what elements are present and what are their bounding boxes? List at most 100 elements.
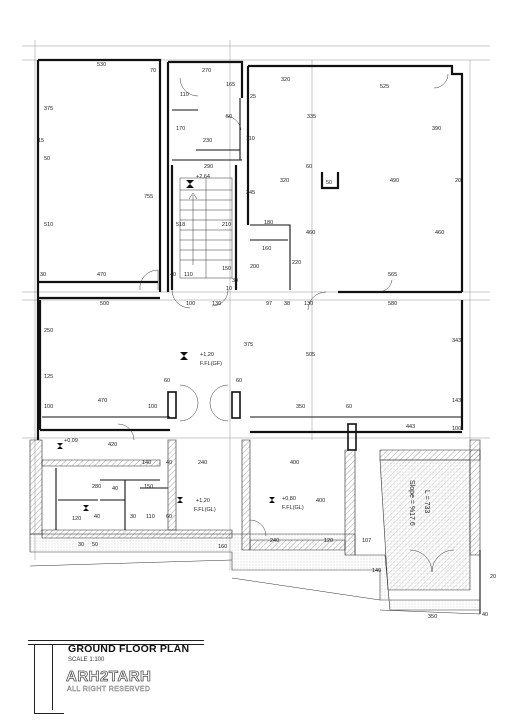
dimension-label: 320	[281, 77, 290, 83]
terrace	[29, 459, 481, 615]
dimension-label: 270	[202, 68, 211, 74]
dimension-label: 15	[38, 138, 44, 144]
dimension-label: 30	[78, 542, 84, 548]
dimension-label: 240	[198, 460, 207, 466]
level-note: F.FL(GL)	[282, 505, 304, 511]
dimension-label: 250	[44, 328, 53, 334]
dimension-label: 40	[482, 612, 488, 618]
dimension-label: 460	[435, 230, 444, 236]
dimension-label: 140	[372, 568, 381, 574]
level-labels: +2,64 +1,20 F.FL(GF) +0,09 +1,20 F.FL(GL…	[64, 174, 304, 513]
dimension-label: 60	[236, 378, 242, 384]
dimension-label: 30	[232, 278, 238, 284]
title-rule	[28, 640, 204, 641]
dimension-label: 140	[142, 460, 151, 466]
dimension-label: 350	[428, 614, 437, 620]
dimension-label: 530	[97, 62, 106, 68]
dimension-label: 40	[112, 486, 118, 492]
dimension-label: 290	[204, 164, 213, 170]
dimension-label: 25	[250, 94, 256, 100]
dimension-label: 460	[306, 230, 315, 236]
logo-stroke	[34, 644, 35, 714]
dimension-label: 240	[270, 538, 279, 544]
dimension-label: 100	[148, 404, 157, 410]
lower-rooms	[55, 468, 168, 530]
dimension-label: 125	[44, 374, 53, 380]
dimension-label: 110	[246, 136, 255, 142]
plan-title: GROUND FLOOR PLAN	[68, 643, 190, 655]
dimension-label: 143	[452, 398, 461, 404]
logo-stroke	[34, 713, 64, 714]
dimension-label: 170	[176, 126, 185, 132]
dimension-label: 565	[388, 272, 397, 278]
dimension-label: 38	[284, 301, 290, 307]
dimension-label: 60	[346, 404, 352, 410]
dimension-label: 40	[170, 272, 176, 278]
brand-logo-text: ARH2TARH	[66, 668, 152, 686]
dimension-label: 443	[406, 424, 415, 430]
dimension-label: 120	[324, 538, 333, 544]
dimension-label: 110	[146, 514, 155, 520]
dimension-label: 200	[250, 264, 259, 270]
dimension-label: 180	[264, 220, 273, 226]
dimension-label: 343	[452, 338, 461, 344]
dimension-label: 50	[92, 542, 98, 548]
level-value: +1,20	[196, 498, 210, 504]
dimension-label: 518	[176, 222, 185, 228]
title-block: GROUND FLOOR PLAN SCALE 1:100 ARH2TARH A…	[28, 640, 228, 715]
rights-text: ALL RIGHT RESERVED	[67, 686, 151, 693]
dimension-label: 50	[44, 156, 50, 162]
dimension-label: 100	[186, 301, 195, 307]
dimension-label: 130	[304, 301, 313, 307]
ramp-length: L = 733	[423, 490, 430, 513]
dimension-label: 210	[222, 222, 231, 228]
dimension-label: 400	[316, 498, 325, 504]
dimension-label: 40	[166, 460, 172, 466]
dimension-label: 350	[296, 404, 305, 410]
dimension-label: 230	[203, 138, 212, 144]
level-value: +2,64	[196, 174, 210, 180]
dimension-label: 20	[455, 178, 461, 184]
dimension-label: 335	[307, 114, 316, 120]
dimension-label: 755	[144, 194, 153, 200]
dimension-label: 120	[72, 516, 81, 522]
columns	[167, 391, 357, 451]
dimension-label: 100	[44, 404, 53, 410]
dimension-label: 70	[150, 68, 156, 74]
dimension-label: 60	[306, 164, 312, 170]
dimension-label: 50	[326, 180, 332, 186]
dimension-label: 20	[490, 574, 496, 580]
dimension-label: 130	[212, 301, 221, 307]
dimension-label: 110	[180, 92, 189, 98]
dimension-label: 160	[262, 246, 271, 252]
dimension-label: 220	[292, 260, 301, 266]
dimension-label: 580	[388, 301, 397, 307]
dimension-label: 420	[108, 442, 117, 448]
dimension-label: 60	[166, 514, 172, 520]
plan-scale: SCALE 1:100	[68, 657, 105, 663]
dimension-label: 505	[306, 352, 315, 358]
staircase	[179, 177, 233, 279]
dimension-label: 50	[226, 114, 232, 120]
dimension-label: 500	[100, 301, 109, 307]
ramp-slope: Slope = %17.6	[408, 480, 415, 526]
dimension-label: 490	[390, 178, 399, 184]
dimension-label: 150	[222, 266, 231, 272]
dimension-label: 100	[452, 426, 461, 432]
level-value: +0,80	[282, 496, 296, 502]
dimension-label: 470	[98, 398, 107, 404]
level-value: +1,20	[200, 352, 214, 358]
dimension-label: 375	[44, 106, 53, 112]
dimension-label: 510	[44, 222, 53, 228]
dimension-labels: 530 270 70 110 320 525 375 165 25 335 39…	[38, 62, 496, 620]
dimension-label: 150	[144, 484, 153, 490]
ramp-labels: Slope = %17.6 L = 733	[408, 480, 430, 526]
dimension-label: 470	[97, 272, 106, 278]
dimension-label: 60	[164, 378, 170, 384]
dimension-label: 525	[380, 84, 389, 90]
dimension-label: 375	[244, 342, 253, 348]
dimension-label: 97	[266, 301, 272, 307]
dimension-label: 160	[218, 544, 227, 550]
upper-walls	[36, 58, 464, 440]
